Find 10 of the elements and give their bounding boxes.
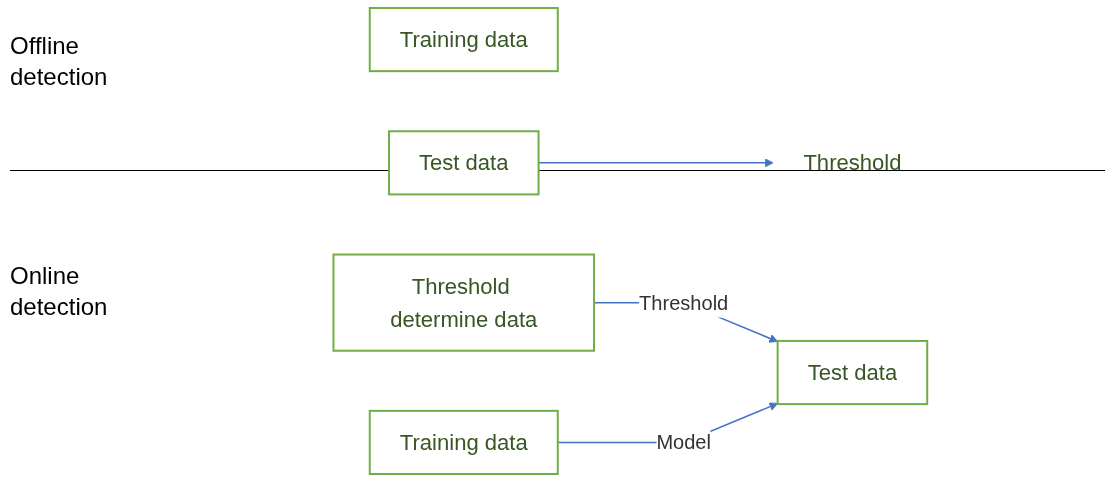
- node-box: Threshold determine data: [332, 253, 596, 352]
- node-box: Test data: [776, 339, 929, 406]
- edge-label: Threshold: [639, 291, 729, 314]
- node-box: Training data: [368, 7, 559, 73]
- row-label: Offline detection: [10, 31, 109, 93]
- node-box: Training data: [368, 409, 559, 475]
- node-text: Threshold: [803, 150, 902, 176]
- edge-label: Model: [656, 431, 711, 454]
- node-box: Test data: [387, 130, 540, 196]
- row-label: Online detection: [10, 261, 109, 323]
